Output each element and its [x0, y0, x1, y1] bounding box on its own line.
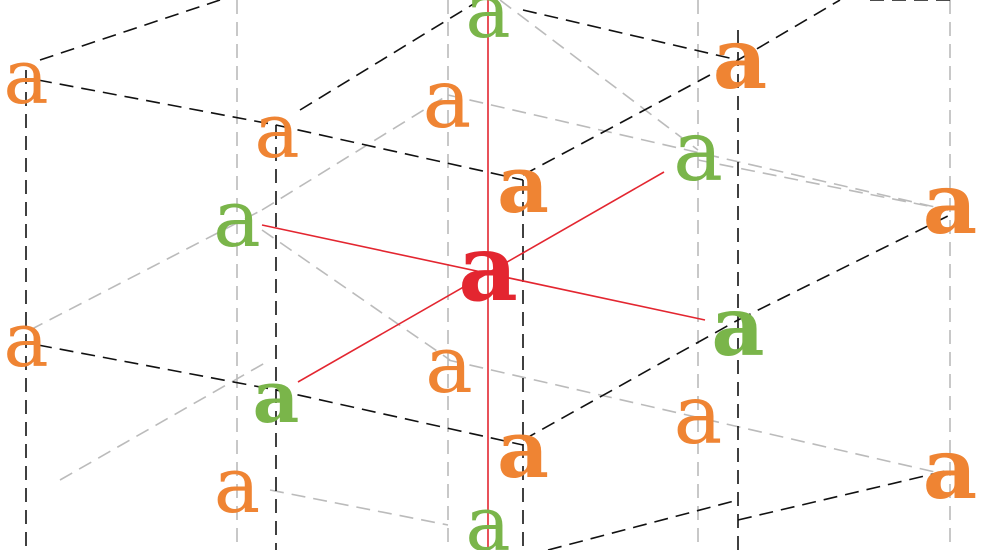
front-edge — [275, 124, 524, 181]
glyph-back-left-bottom: a — [3, 295, 48, 384]
glyph-far-right-bottom: a — [923, 419, 977, 518]
back-edge — [447, 94, 949, 211]
glyph-upper-right-green: a — [673, 102, 723, 200]
back-edges — [29, 0, 951, 550]
glyph-top-right: a — [713, 9, 767, 108]
back-edge — [499, 0, 699, 151]
glyph-right-green: a — [711, 279, 764, 375]
glyph-front-center-top: a — [497, 137, 549, 231]
nearest-neighbor-bonds — [261, 0, 706, 550]
glyph-lower-left-green: a — [253, 354, 300, 439]
front-edge — [522, 59, 739, 176]
front-edge — [37, 344, 277, 391]
glyph-bottom-left: a — [214, 441, 261, 531]
front-edges — [25, 0, 951, 550]
back-edge — [261, 229, 451, 361]
glyph-far-right-top: a — [923, 154, 977, 253]
front-edge — [522, 9, 739, 61]
glyph-back-left-top: a — [3, 32, 48, 121]
glyph-front-center-bottom: a — [497, 402, 549, 496]
glyph-left-mid-top: a — [254, 86, 299, 175]
glyph-left-green: a — [213, 172, 261, 265]
glyph-right-bottom: a — [674, 368, 723, 463]
front-edge — [299, 0, 481, 111]
glyph-back-center-bottom: a — [425, 318, 473, 411]
front-edge — [39, 0, 221, 61]
front-edge — [522, 319, 739, 441]
glyph-back-center-top: a — [423, 52, 472, 147]
front-edge — [547, 499, 739, 550]
back-edge — [269, 489, 449, 526]
front-edge — [737, 0, 841, 61]
back-edge — [59, 359, 271, 481]
front-edge — [275, 389, 524, 446]
glyph-bottom-green: a — [465, 479, 510, 550]
bond-line — [297, 171, 665, 383]
front-edge — [737, 469, 951, 521]
back-edge — [697, 159, 949, 211]
glyph-top-green: a — [465, 0, 510, 55]
back-edge — [261, 94, 449, 211]
front-edge — [737, 214, 951, 321]
glyph-center: a — [458, 214, 518, 322]
bond-line — [261, 224, 706, 321]
front-edge — [37, 79, 277, 126]
back-edge — [447, 359, 949, 476]
